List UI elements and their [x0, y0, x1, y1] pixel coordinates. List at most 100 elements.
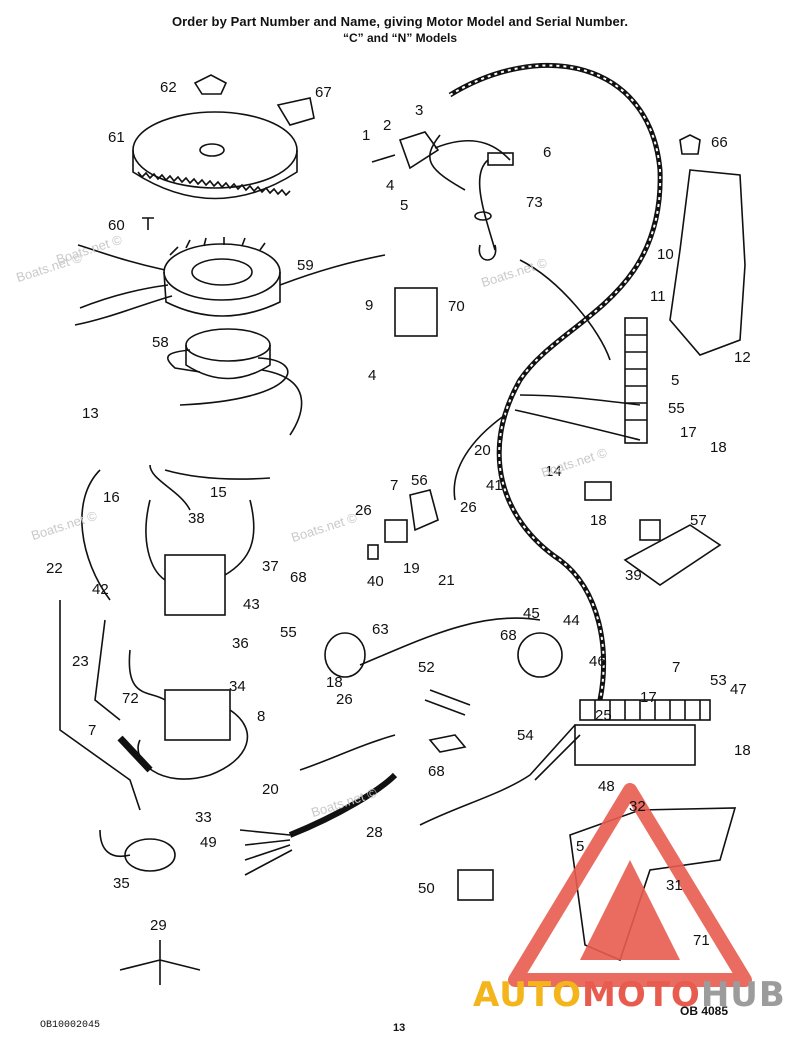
bracket-3	[398, 131, 440, 170]
decal-71	[457, 869, 494, 901]
callout-38: 38	[188, 510, 205, 527]
callout-13: 13	[82, 405, 99, 422]
cable-35	[288, 772, 398, 838]
clamp-33	[428, 734, 467, 753]
callout-37: 37	[262, 558, 279, 575]
callout-53: 53	[710, 672, 727, 689]
callout-49: 49	[200, 834, 217, 851]
callout-42: 42	[92, 581, 109, 598]
order-instructions: Order by Part Number and Name, giving Mo…	[171, 14, 629, 29]
callout-18: 18	[326, 674, 343, 691]
capacitor-36	[324, 632, 366, 678]
callout-16: 16	[103, 489, 120, 506]
callout-31: 31	[666, 877, 683, 894]
horn-50	[124, 838, 176, 872]
terminal-block-13	[624, 317, 648, 444]
lead-34	[424, 689, 471, 716]
callout-12: 12	[734, 349, 751, 366]
callout-57: 57	[690, 512, 707, 529]
callout-70: 70	[448, 298, 465, 315]
callout-47: 47	[730, 681, 747, 698]
page-number: 13	[393, 1022, 406, 1034]
gasket-22	[623, 524, 722, 586]
callout-5: 5	[671, 372, 679, 389]
callout-29: 29	[150, 917, 167, 934]
terminal-block-72	[579, 699, 711, 721]
page-header: Order by Part Number and Name, giving Mo…	[0, 14, 800, 45]
screw-60	[142, 217, 154, 230]
callout-33: 33	[195, 809, 212, 826]
callout-23: 23	[72, 653, 89, 670]
callout-50: 50	[418, 880, 435, 897]
callout-5: 5	[400, 197, 408, 214]
callout-20: 20	[474, 442, 491, 459]
solenoid-23	[517, 632, 563, 678]
callout-6: 6	[543, 144, 551, 161]
callout-56: 56	[411, 472, 428, 489]
rectifier-9	[394, 287, 438, 337]
flywheel	[132, 111, 298, 200]
callout-14: 14	[545, 463, 562, 480]
part-38	[384, 519, 408, 543]
callout-15: 15	[210, 484, 227, 501]
bracket-41	[409, 489, 439, 532]
callout-34: 34	[229, 678, 246, 695]
callout-19: 19	[403, 560, 420, 577]
callout-11: 11	[650, 288, 666, 305]
callout-52: 52	[418, 659, 435, 676]
callout-72: 72	[122, 690, 139, 707]
callout-8: 8	[257, 708, 265, 725]
timer-base	[167, 328, 303, 436]
callout-4: 4	[368, 367, 376, 384]
callout-66: 66	[711, 134, 728, 151]
o-ring-73	[474, 211, 492, 221]
callout-7: 7	[88, 722, 96, 739]
part-37	[367, 544, 379, 560]
callout-18: 18	[590, 512, 607, 529]
callout-10: 10	[657, 246, 674, 263]
callout-4: 4	[386, 177, 394, 194]
callout-2: 2	[383, 117, 391, 134]
callout-58: 58	[152, 334, 169, 351]
callout-46: 46	[589, 653, 606, 670]
callout-59: 59	[297, 257, 314, 274]
callout-45: 45	[523, 605, 540, 622]
callout-67: 67	[315, 84, 332, 101]
clip-66	[679, 134, 701, 155]
callout-20: 20	[262, 781, 279, 798]
coil-46	[164, 689, 231, 741]
callout-1: 1	[362, 127, 370, 144]
callout-73: 73	[526, 194, 543, 211]
callout-17: 17	[640, 689, 657, 706]
callout-35: 35	[113, 875, 130, 892]
callout-68: 68	[500, 627, 517, 644]
callout-40: 40	[367, 573, 384, 590]
callout-18: 18	[734, 742, 751, 759]
callout-7: 7	[390, 477, 398, 494]
plug-6	[487, 152, 514, 166]
callout-17: 17	[680, 424, 697, 441]
callout-71: 71	[693, 932, 710, 949]
callout-18: 18	[710, 439, 727, 456]
callout-9: 9	[365, 297, 373, 314]
model-line: “C” and “N” Models	[342, 31, 457, 45]
hose-54	[117, 735, 153, 773]
figure-id: OB 4085	[680, 1004, 729, 1018]
callout-60: 60	[108, 217, 125, 234]
callout-62: 62	[160, 79, 177, 96]
callout-22: 22	[46, 560, 63, 577]
callout-26: 26	[355, 502, 372, 519]
bracket-10	[669, 169, 746, 356]
callout-32: 32	[629, 798, 646, 815]
stator	[74, 237, 386, 326]
callout-39: 39	[625, 567, 642, 584]
callout-68: 68	[428, 763, 445, 780]
switch-box-45	[164, 554, 226, 616]
callout-28: 28	[366, 824, 383, 841]
callout-25: 25	[595, 707, 612, 724]
callout-44: 44	[563, 612, 580, 629]
main-harness	[448, 63, 663, 701]
nut-62	[193, 74, 228, 95]
